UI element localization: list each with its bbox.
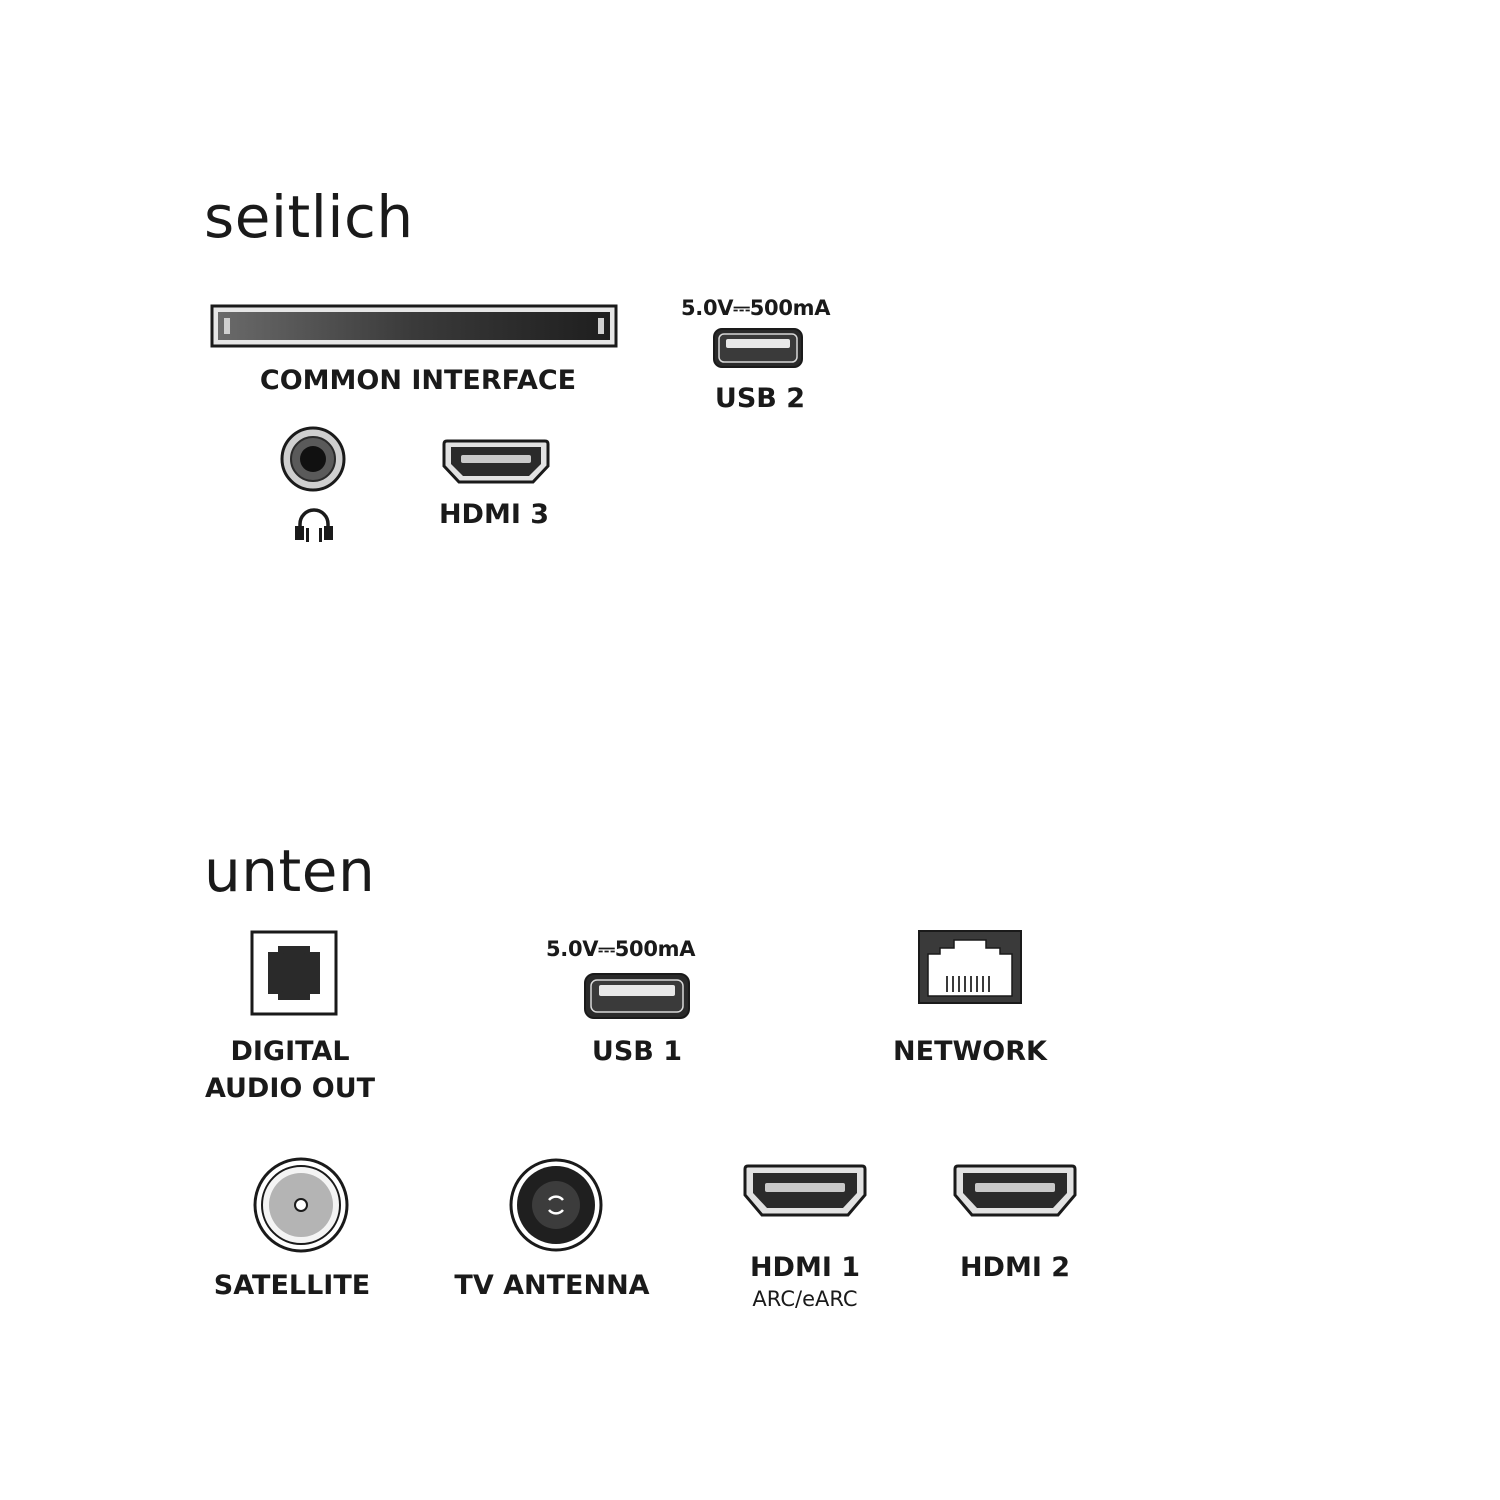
headphone-symbol — [292, 504, 336, 546]
network-label: NETWORK — [893, 1036, 1047, 1067]
ethernet-port-icon — [918, 930, 1022, 1004]
usb-port-icon — [713, 328, 803, 368]
section-heading-bottom: unten — [204, 837, 376, 905]
digital-audio-out-port — [250, 930, 338, 1016]
tv-antenna-port — [508, 1157, 604, 1253]
hdmi3-label: HDMI 3 — [438, 499, 550, 530]
digital-audio-out-label-line1: DIGITAL — [230, 1036, 350, 1067]
hdmi2-label: HDMI 2 — [959, 1252, 1071, 1283]
hdmi-port-icon — [743, 1164, 867, 1217]
hdmi3-port — [441, 438, 551, 486]
satellite-connector-icon — [253, 1157, 349, 1253]
ci-slot-icon — [210, 304, 618, 348]
usb2-rating: 5.0V⎓500mA — [681, 296, 831, 320]
hdmi2-port — [952, 1163, 1078, 1219]
section-heading-side: seitlich — [204, 183, 414, 251]
satellite-port — [252, 1156, 350, 1254]
usb1-rating: 5.0V⎓500mA — [546, 937, 696, 961]
hdmi1-sublabel: ARC/eARC — [752, 1287, 858, 1311]
usb1-label: USB 1 — [591, 1036, 683, 1067]
satellite-label: SATELLITE — [213, 1270, 371, 1301]
network-port — [918, 930, 1022, 1004]
optical-port-icon — [250, 930, 338, 1016]
usb2-label: USB 2 — [714, 383, 806, 414]
hdmi-port-icon — [442, 439, 550, 484]
hdmi1-port — [742, 1163, 868, 1219]
antenna-connector-icon — [509, 1158, 603, 1252]
headphone-icon — [295, 508, 333, 542]
headphone-jack-icon — [280, 426, 346, 492]
hdmi-port-icon — [953, 1164, 1077, 1217]
usb2-port — [712, 327, 804, 369]
headphone-port — [280, 426, 346, 492]
tv-antenna-label: TV ANTENNA — [454, 1270, 650, 1301]
usb-port-icon — [584, 973, 690, 1019]
hdmi1-label: HDMI 1 — [749, 1252, 861, 1283]
common-interface-port — [210, 304, 618, 348]
digital-audio-out-label-line2: AUDIO OUT — [204, 1073, 376, 1104]
common-interface-label: COMMON INTERFACE — [259, 365, 577, 396]
usb1-port — [583, 972, 691, 1020]
